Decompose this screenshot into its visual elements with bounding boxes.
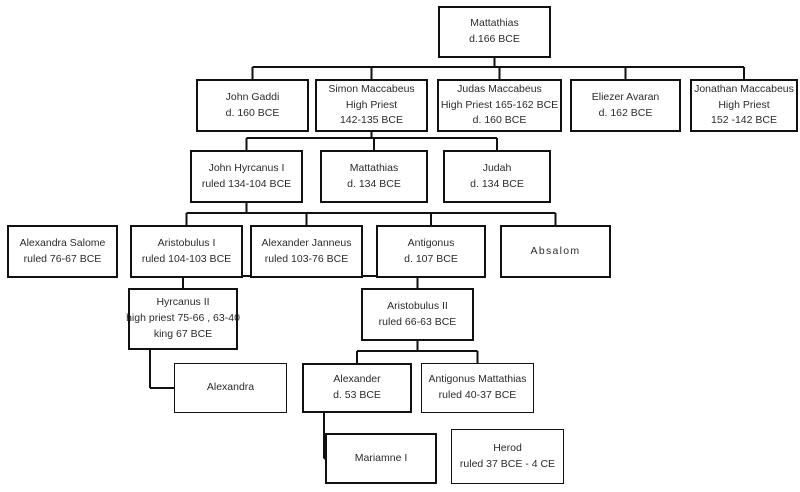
node-label-line: 142-135 BCE xyxy=(339,114,404,127)
node-label-line: Alexandra xyxy=(206,381,255,394)
node-label-line: John Hyrcanus I xyxy=(208,161,285,174)
node-label-line: Antigonus xyxy=(407,236,455,249)
node-label-line: John Gaddi xyxy=(225,90,280,103)
node-aristobulus-i[interactable]: Aristobulus I ruled 104-103 BCE xyxy=(130,225,243,278)
node-absalom[interactable]: Absalom xyxy=(500,225,611,278)
node-label-line: d. 107 BCE xyxy=(404,252,458,265)
node-label-line: Alexander xyxy=(333,373,381,386)
node-alexandra-salome[interactable]: Alexandra Salome ruled 76-67 BCE xyxy=(7,225,118,278)
node-label-line: d. 160 BCE xyxy=(225,106,280,119)
node-eliezer-avaran[interactable]: Eliezer Avaran d. 162 BCE xyxy=(570,79,681,132)
node-label-line: 152 -142 BCE xyxy=(711,114,777,127)
node-aristobulus-ii[interactable]: Aristobulus II ruled 66-63 BCE xyxy=(361,288,474,341)
node-label-line: ruled 76-67 BCE xyxy=(23,252,102,265)
node-label-line: Alexandra Salome xyxy=(19,236,106,249)
node-label-line: d. 134 BCE xyxy=(470,177,524,190)
node-label-line: Eliezer Avaran xyxy=(591,90,660,103)
node-mattathias-son[interactable]: Mattathias d. 134 BCE xyxy=(320,150,428,203)
node-label-line: d. 134 BCE xyxy=(347,177,401,190)
node-label-line: Jonathan Maccabeus xyxy=(694,82,794,95)
node-label-line: ruled 40-37 BCE xyxy=(438,389,517,401)
node-label-line: Judas Maccabeus xyxy=(457,82,542,95)
node-alexander-janneus[interactable]: Alexander Janneus ruled 103-76 BCE xyxy=(250,225,363,278)
node-label-line: Judah xyxy=(482,161,512,174)
node-label-line: Mariamne I xyxy=(354,451,408,464)
node-label-line: Hyrcanus II xyxy=(156,296,210,309)
node-label-line: d. 160 BCE xyxy=(472,114,527,127)
node-alexander[interactable]: Alexander d. 53 BCE xyxy=(302,363,412,413)
node-label-line: Aristobulus II xyxy=(387,299,448,312)
node-john-gaddi[interactable]: John Gaddi d. 160 BCE xyxy=(196,79,309,132)
node-herod[interactable]: Herod ruled 37 BCE - 4 CE xyxy=(451,429,564,484)
node-john-hyrcanus-i[interactable]: John Hyrcanus I ruled 134-104 BCE xyxy=(190,150,303,203)
node-label-line: king 67 BCE xyxy=(153,327,213,340)
node-judah[interactable]: Judah d. 134 BCE xyxy=(443,150,551,203)
node-label-line: ruled 103-76 BCE xyxy=(264,252,349,265)
node-label-line: Herod xyxy=(493,441,522,454)
node-label-line: High Priest 165-162 BCE xyxy=(440,98,559,111)
node-alexandra[interactable]: Alexandra xyxy=(174,363,287,413)
node-antigonus-mattathias[interactable]: Antigonus Mattathias ruled 40-37 BCE xyxy=(421,363,534,413)
node-label-line: ruled 66-63 BCE xyxy=(378,315,457,328)
node-antigonus[interactable]: Antigonus d. 107 BCE xyxy=(376,225,486,278)
node-label-line: Aristobulus I xyxy=(157,236,216,249)
node-label-line: ruled 37 BCE - 4 CE xyxy=(459,457,556,470)
node-hyrcanus-ii[interactable]: Hyrcanus II high priest 75-66 , 63-40 king… xyxy=(126,288,240,350)
node-label-line: Mattathias xyxy=(349,161,399,174)
node-label-line: ruled 104-103 BCE xyxy=(141,252,232,265)
node-label-line: High Priest xyxy=(345,98,398,111)
node-label-line: Mattathias xyxy=(470,17,519,30)
node-label-line: Simon Maccabeus xyxy=(328,82,415,95)
node-label-line: high priest 75-66 , 63-40 xyxy=(126,312,240,325)
node-label-line: d.166 BCE xyxy=(469,33,520,45)
node-label-line: Alexander Janneus xyxy=(261,236,352,249)
node-label-line: d. 53 BCE xyxy=(333,389,381,401)
node-mariamne-i[interactable]: Mariamne I xyxy=(325,433,437,484)
node-label-line: High Priest xyxy=(718,98,770,111)
node-label-line: ruled 134-104 BCE xyxy=(201,177,292,190)
node-label-line: Antigonus Mattathias xyxy=(428,373,527,386)
node-mattathias-root[interactable]: Mattathias d.166 BCE xyxy=(438,6,551,58)
node-label-line: d. 162 BCE xyxy=(598,106,653,119)
node-label-line: Absalom xyxy=(530,244,581,257)
